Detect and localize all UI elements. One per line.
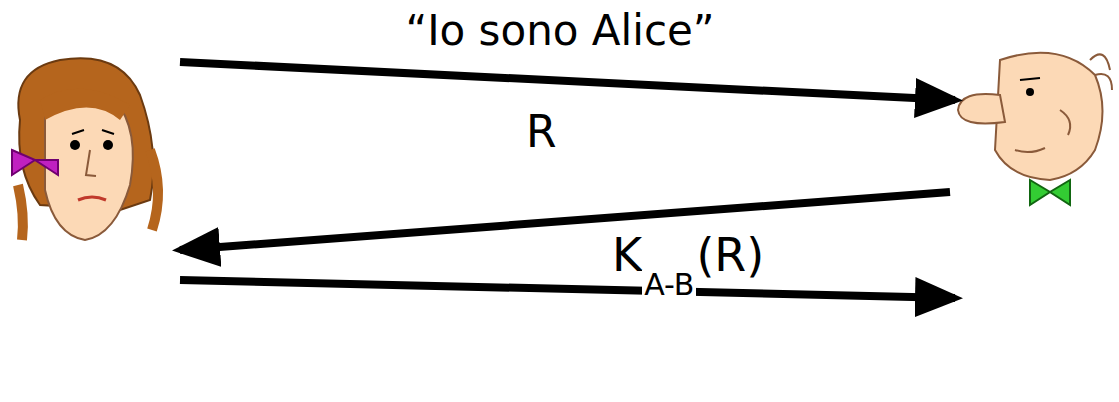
alice-figure xyxy=(12,58,158,240)
bob-figure xyxy=(958,53,1112,205)
message-label: R xyxy=(524,110,559,154)
message-label: (R) xyxy=(694,232,766,278)
message-arrow xyxy=(180,62,955,100)
message-label: K xyxy=(610,232,644,278)
subscript-label: A-B xyxy=(642,270,696,300)
message-label: “Io sono Alice” xyxy=(403,10,716,52)
message-arrow xyxy=(180,280,955,298)
message-arrow xyxy=(180,192,950,250)
